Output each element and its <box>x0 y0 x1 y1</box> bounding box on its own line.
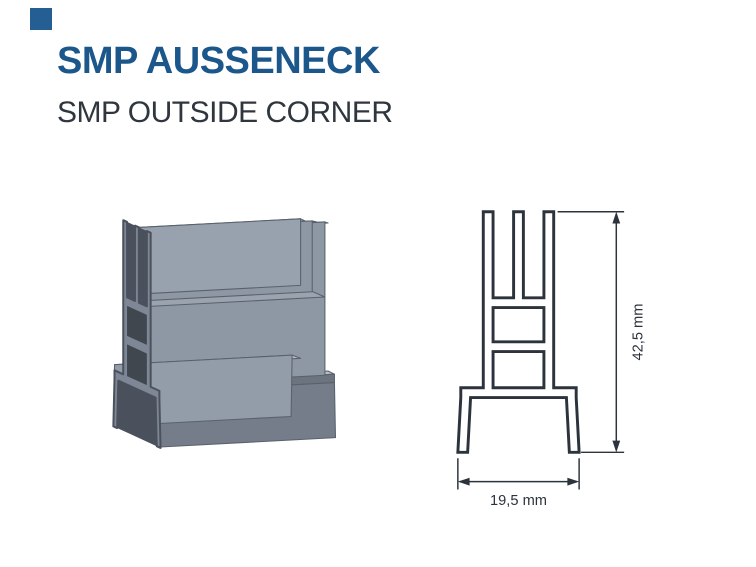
page-subtitle: SMP OUTSIDE CORNER <box>57 96 393 129</box>
arrow-left-icon <box>457 477 470 486</box>
arrow-down-icon <box>612 440 621 453</box>
profile-3d-end-cap <box>113 216 160 448</box>
dimension-arrowheads <box>457 211 621 486</box>
brand-corner-square <box>30 8 52 30</box>
height-extension-lines <box>557 211 625 454</box>
arrow-right-icon <box>567 477 580 486</box>
end-cap-hollow-chambers <box>127 305 147 386</box>
height-dimension-label: 42,5 mm <box>631 304 647 361</box>
arrow-up-icon <box>612 211 621 224</box>
profile-3d-render <box>112 216 337 463</box>
width-extension-lines <box>457 458 580 490</box>
profile-outline <box>456 210 581 454</box>
cross-section-drawing: 42,5 mm 19,5 mm <box>456 210 647 509</box>
width-dimension-label: 19,5 mm <box>490 493 547 509</box>
page-title: SMP AUSSENECK <box>57 40 380 82</box>
